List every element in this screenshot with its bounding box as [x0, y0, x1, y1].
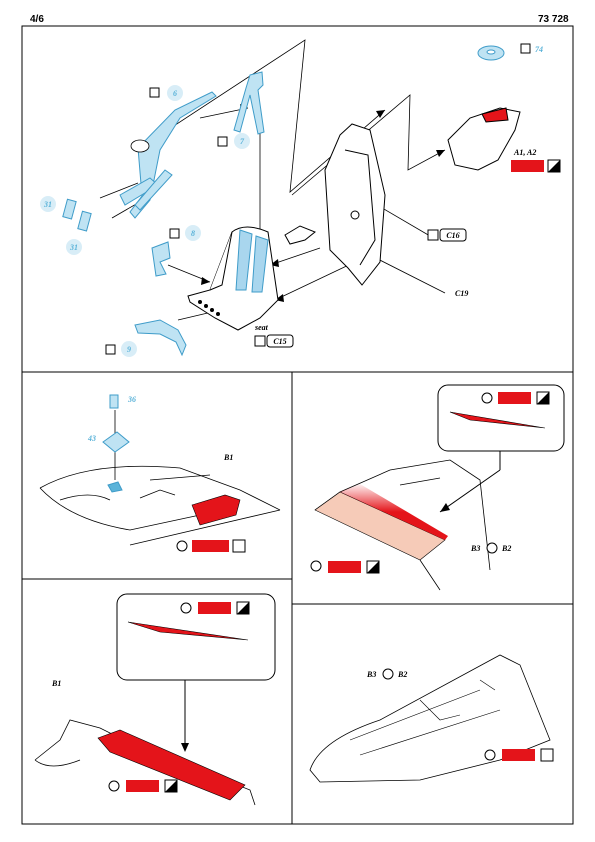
seat-label: seat [254, 323, 269, 332]
part-74-label: 74 [535, 45, 543, 54]
part-number-labels: 6 7 8 9 31 31 74 [40, 43, 543, 357]
page-number: 4/6 [30, 14, 44, 25]
part-31b-label: 31 [69, 243, 78, 252]
panel-frames [21, 25, 574, 825]
red-color-swatch [511, 160, 544, 172]
part-7-label: 7 [240, 137, 245, 146]
knob-pe-part [477, 45, 505, 61]
ref-c16: C16 [446, 231, 459, 240]
seat-drawing [187, 226, 279, 331]
panel-bottom-right: B3 B2 [309, 654, 554, 783]
part-36-label: 36 [127, 395, 136, 404]
part-43-label: 43 [87, 434, 96, 443]
part-9-label: 9 [127, 345, 131, 354]
seat-pan-pe-part [151, 241, 171, 277]
ref-b2-label: B2 [501, 544, 511, 553]
belt-pe-part [119, 91, 217, 219]
ref-c15: C15 [273, 337, 286, 346]
cockpit-panel: 6 7 8 9 31 31 74 A1, A2 C16 C1 [40, 39, 561, 357]
panel-top-right: B3 B2 [310, 384, 565, 591]
bracket-pe-part [134, 319, 187, 357]
ref-b3-label-2: B3 [366, 670, 376, 679]
part-31a-label: 31 [43, 200, 52, 209]
panel-bottom-left: B1 [34, 593, 276, 806]
canopy-part-drawing [447, 107, 521, 171]
part-8-label: 8 [191, 229, 195, 238]
bulkhead-drawing [284, 123, 386, 286]
part-6-label: 6 [173, 89, 177, 98]
product-code: 73 728 [538, 14, 569, 25]
ref-b2-label-2: B2 [397, 670, 407, 679]
strap-pe-part [233, 71, 265, 135]
panel-top-left: 36 43 B1 [39, 394, 281, 553]
ref-b1-label: B1 [223, 453, 233, 462]
ref-labels: A1, A2 C16 C19 seat C15 [254, 148, 561, 348]
ref-c19: C19 [455, 289, 468, 298]
ref-a1-a2: A1, A2 [513, 148, 536, 157]
ref-b1-label-2: B1 [51, 679, 61, 688]
pedal-pe-parts [62, 198, 92, 232]
ref-b3-label: B3 [470, 544, 480, 553]
